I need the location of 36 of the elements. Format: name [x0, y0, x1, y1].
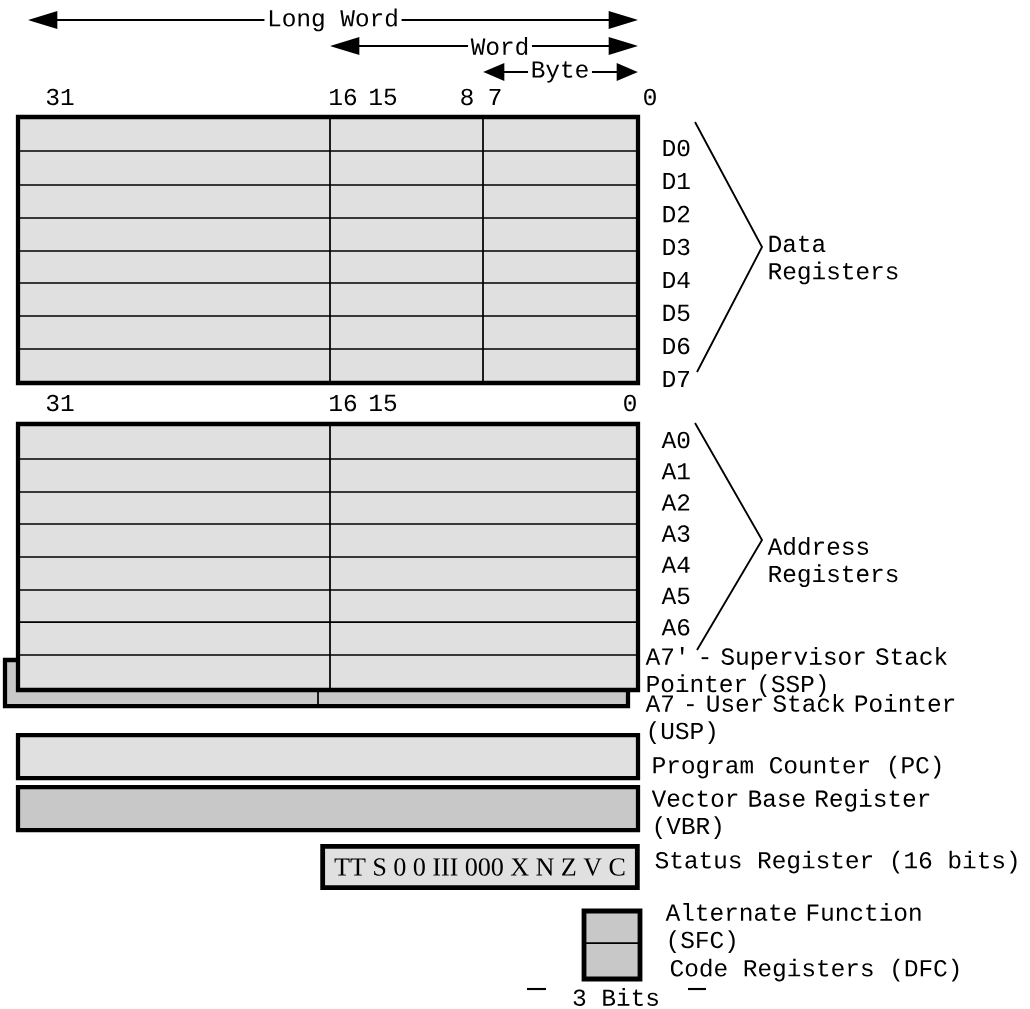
bit-number: 0 [624, 394, 636, 412]
register-label: D1 [663, 172, 690, 190]
register-label: D4 [663, 271, 690, 289]
bit-number: 31 [46, 394, 74, 412]
register-label: A1 [661, 463, 690, 480]
bit-number: 15 [370, 88, 397, 106]
bit-number: 16 [330, 394, 357, 412]
group-label: Address Registers [767, 536, 898, 588]
register-label: D7 [663, 370, 689, 388]
register-label: D0 [663, 139, 690, 157]
register-label: D2 [663, 205, 690, 223]
register-label: D5 [663, 304, 690, 322]
register-label: Code Registers (DFC) [670, 958, 959, 982]
register-label: A4 [661, 556, 690, 573]
bit-number: 8 [461, 88, 473, 106]
bit-number: 15 [370, 394, 397, 412]
dimension-label: 3 Bits [573, 988, 658, 1006]
dimension-label: Word [468, 35, 532, 57]
register-label: D3 [663, 238, 690, 256]
register-label: Vector Base Register (VBR) [651, 788, 930, 840]
dimension-label: Byte [528, 60, 592, 84]
bit-number: 0 [644, 88, 656, 106]
register-label: D6 [663, 337, 690, 355]
status-register-box: TT S 0 0 III 000 X N Z V C [320, 843, 640, 891]
register-label: A3 [661, 525, 690, 542]
register-label: A5 [661, 587, 690, 605]
register-label: A2 [661, 494, 690, 511]
register-label: A0 [661, 431, 690, 449]
dimension-label: Long Word [264, 7, 402, 33]
bit-number: 31 [46, 88, 74, 106]
register-label: Alternate Function (SFC) [665, 902, 921, 954]
bit-number: 16 [330, 88, 357, 106]
group-label: Data Registers [769, 235, 898, 285]
register-label: Program Counter (PC) [653, 755, 941, 779]
bit-number: 7 [489, 88, 501, 106]
register-label: A6 [661, 618, 690, 636]
